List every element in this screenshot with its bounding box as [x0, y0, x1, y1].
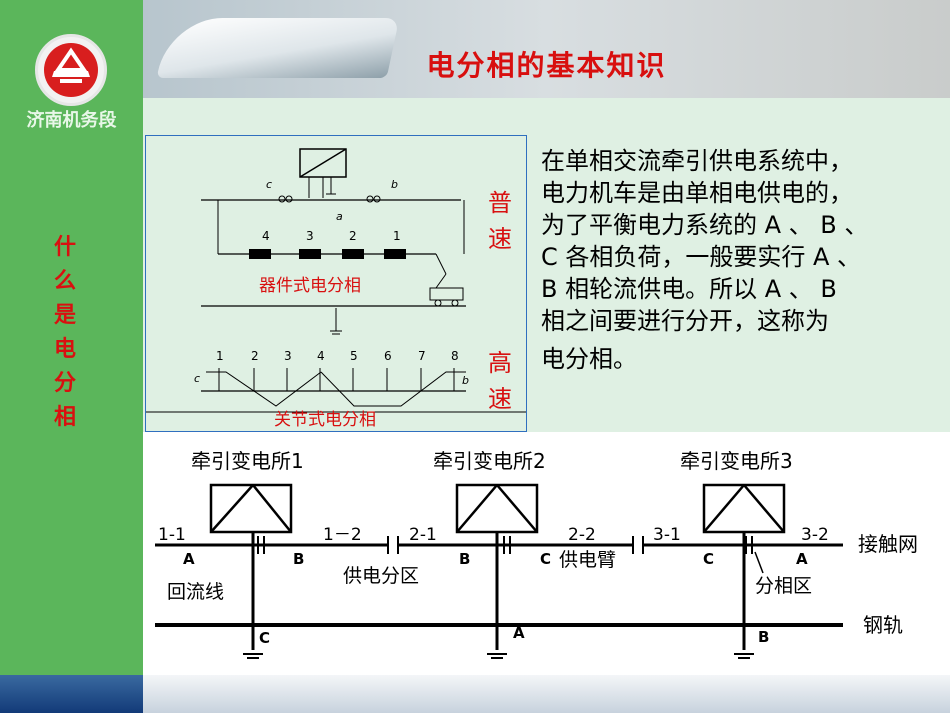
section-label: 3-1 — [653, 525, 681, 545]
catenary-label: 接触网 — [858, 532, 918, 556]
text-line-last: 电分相。 — [541, 345, 637, 373]
supply-zone-label: 供电分区 — [343, 565, 419, 587]
text-line: B 相轮流供电。所以 A 、 B — [541, 275, 837, 303]
vertical-title-char: 是 — [53, 302, 76, 328]
section-label: 1－2 — [323, 525, 362, 545]
vertical-title-char: 电 — [53, 336, 76, 362]
locomotive-symbol — [429, 287, 464, 301]
phase-label: A — [796, 550, 808, 568]
section-label: 3-2 — [801, 525, 829, 545]
text-line: 为了平衡电力系统的 A 、 B 、 — [541, 211, 869, 239]
organization-name: 济南机务段 — [26, 110, 117, 131]
ground-phase-label: A — [513, 624, 525, 642]
substation-label: 牵引变电所1 — [191, 449, 304, 473]
section-label: 2-1 — [409, 525, 437, 545]
phase-label: C — [540, 550, 551, 568]
vertical-title-char: 分 — [53, 370, 76, 396]
joint-number: 5 — [350, 349, 358, 363]
substation-diagram: 牵引变电所1 牵引变电所2 牵引变电所3 — [143, 432, 950, 675]
joint-number: 6 — [384, 349, 392, 363]
phase-label: B — [293, 550, 304, 568]
high-speed-char: 速 — [488, 385, 512, 413]
text-line: 电力机车是由单相电供电的， — [541, 179, 853, 207]
section-label: 1-1 — [158, 525, 186, 545]
joint-number: 3 — [284, 349, 292, 363]
vertical-title-char: 什 — [53, 234, 76, 260]
explanation-text: 在单相交流牵引供电系统中， 电力机车是由单相电供电的， 为了平衡电力系统的 A … — [541, 145, 946, 375]
label-a: a — [336, 210, 343, 223]
section-label: 2-2 — [568, 525, 596, 545]
return-line-label: 回流线 — [167, 581, 224, 603]
vertical-title-char: 相 — [53, 404, 76, 430]
page-title: 电分相的基本知识 — [426, 49, 667, 82]
header-banner — [143, 0, 950, 98]
speed-labels: 普 速 高 速 — [488, 189, 512, 413]
device-number: 2 — [349, 229, 357, 243]
label-c-top: c — [266, 178, 272, 191]
label-b-bottom: b — [462, 374, 469, 387]
device-number: 1 — [393, 229, 401, 243]
phase-break-diagram: c b a 4 3 2 1 器件式电分相 1 2 3 4 5 6 7 8 — [145, 135, 527, 432]
substation-label: 牵引变电所2 — [433, 449, 546, 473]
rail-label: 钢轨 — [863, 613, 903, 637]
text-line: 在单相交流牵引供电系统中， — [541, 147, 853, 175]
substation-diagram-svg: 牵引变电所1 牵引变电所2 牵引变电所3 — [155, 449, 918, 659]
joint-number: 7 — [418, 349, 426, 363]
phase-break-diagram-svg: c b a 4 3 2 1 器件式电分相 1 2 3 4 5 6 7 8 — [146, 148, 526, 430]
vertical-title-char: 么 — [53, 268, 76, 294]
ground-phase-label: B — [758, 628, 769, 646]
joint-number: 8 — [451, 349, 459, 363]
ground-phase-label: C — [259, 629, 270, 647]
vertical-title: 什 么 是 电 分 相 — [50, 230, 80, 434]
label-joint-type: 关节式电分相 — [274, 410, 376, 430]
transformer-box-1 — [209, 483, 293, 534]
logo-emblem — [44, 43, 98, 97]
phase-label: A — [183, 550, 195, 568]
text-line: 相之间要进行分开，这称为 — [541, 307, 829, 335]
label-b-top: b — [391, 178, 398, 191]
normal-speed-char: 普 — [488, 189, 512, 217]
phase-label: C — [703, 550, 714, 568]
label-c-bottom: c — [194, 372, 200, 385]
device-number: 4 — [262, 229, 270, 243]
transformer-box-3 — [702, 483, 786, 534]
footer-bar — [0, 675, 950, 713]
joint-number: 4 — [317, 349, 325, 363]
joint-number: 1 — [216, 349, 224, 363]
device-number: 3 — [306, 229, 314, 243]
label-device-type: 器件式电分相 — [259, 276, 361, 296]
footer-light — [143, 675, 950, 713]
transformer-box-2 — [455, 483, 539, 534]
sidebar: 济南机务段 什 么 是 电 分 相 — [0, 0, 143, 675]
text-line: C 各相负荷，一般要实行 A 、 — [541, 243, 862, 271]
logo — [35, 34, 107, 106]
normal-speed-char: 速 — [488, 225, 512, 253]
logo-train-icon — [52, 47, 90, 83]
substation-label: 牵引变电所3 — [680, 449, 793, 473]
joint-number: 2 — [251, 349, 259, 363]
phase-label: B — [459, 550, 470, 568]
high-speed-char: 高 — [488, 349, 512, 377]
supply-arm-label: 供电臂 — [559, 549, 616, 571]
neutral-zone-label: 分相区 — [755, 575, 812, 597]
